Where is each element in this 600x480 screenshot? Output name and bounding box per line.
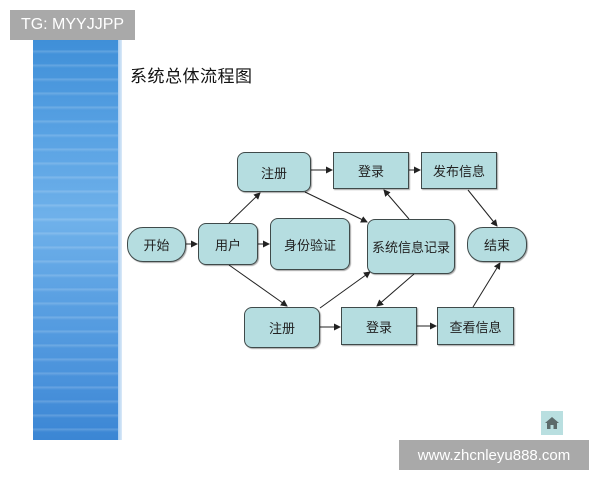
sidebar-decoration xyxy=(33,40,118,440)
node-end: 结束 xyxy=(467,227,527,262)
node-publish-info: 发布信息 xyxy=(421,152,497,189)
edge-register-bottom-system xyxy=(319,271,371,309)
edge-register-system xyxy=(304,191,368,223)
edge-system-login-bottom xyxy=(376,273,415,307)
edge-user-register-bottom xyxy=(228,264,288,307)
node-register-bottom: 注册 xyxy=(244,307,320,348)
home-button[interactable] xyxy=(541,411,563,435)
node-view-info: 查看信息 xyxy=(437,307,514,345)
watermark-bottom-right: www.zhcnleyu888.com xyxy=(399,440,589,470)
watermark-top-left: TG: MYYJJPP xyxy=(10,10,135,40)
edge-publish-end xyxy=(467,189,498,227)
home-icon xyxy=(545,417,559,429)
sidebar-edge xyxy=(118,40,122,440)
node-system-record: 系统信息记录 xyxy=(367,219,455,274)
node-identity-verify: 身份验证 xyxy=(270,218,350,270)
node-login-bottom: 登录 xyxy=(341,307,417,345)
node-start: 开始 xyxy=(127,227,186,262)
edge-user-register-top xyxy=(228,192,261,224)
node-login-top: 登录 xyxy=(333,152,409,189)
node-user: 用户 xyxy=(198,223,258,265)
node-register-top: 注册 xyxy=(237,152,311,192)
edge-view-end xyxy=(472,262,501,308)
slide-title: 系统总体流程图 xyxy=(130,67,253,87)
edge-system-login-top xyxy=(383,189,410,220)
